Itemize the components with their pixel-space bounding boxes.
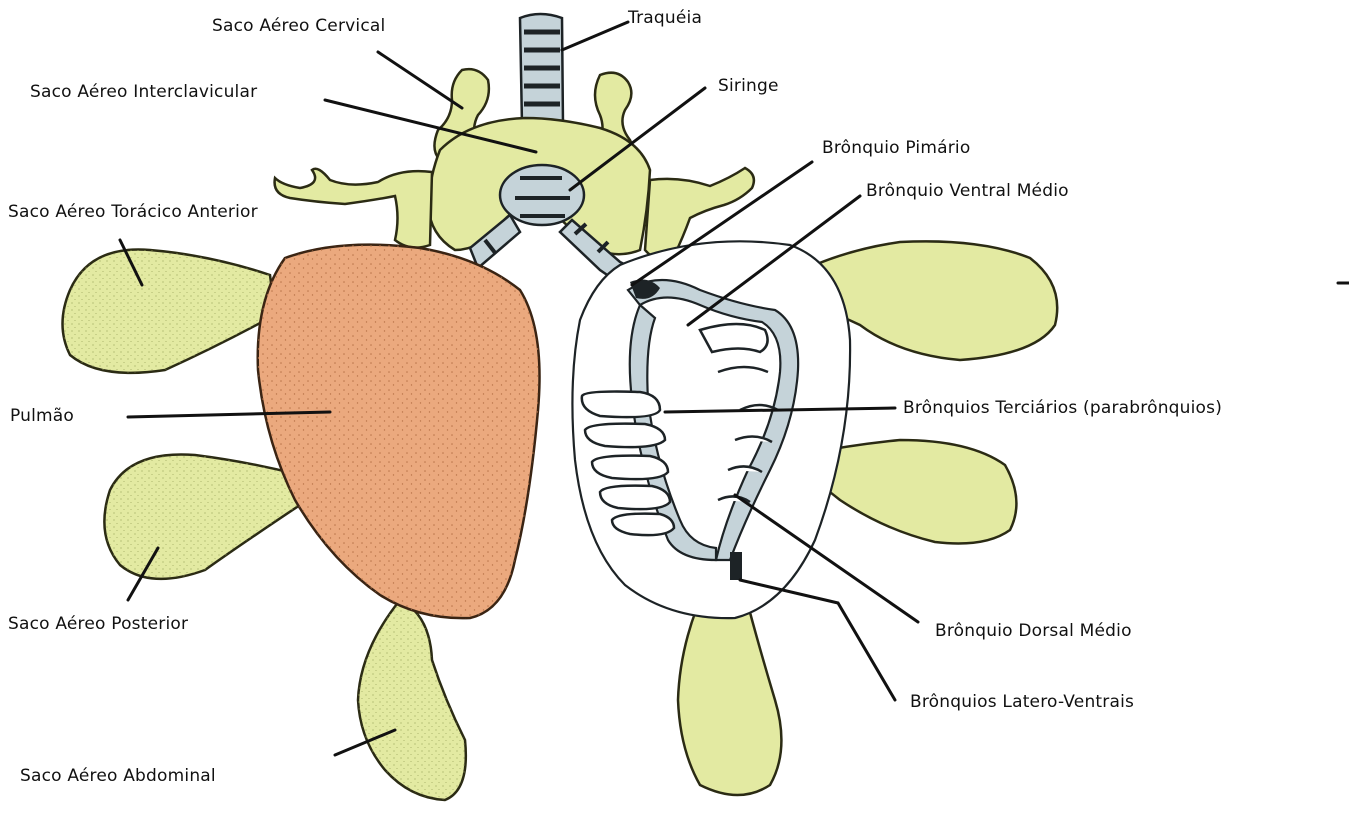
label-saco-aereo-posterior: Saco Aéreo Posterior [8, 614, 188, 634]
label-saco-aereo-toracico-anterior: Saco Aéreo Torácico Anterior [8, 202, 258, 222]
abdominal-sac-left [358, 600, 466, 800]
leader-traqueia [562, 22, 628, 50]
bronchus-exit [730, 552, 742, 580]
label-saco-aereo-abdominal: Saco Aéreo Abdominal [20, 766, 216, 786]
label-saco-aereo-interclavicular: Saco Aéreo Interclavicular [30, 82, 257, 102]
leader-cervical [378, 52, 462, 108]
thoracic-anterior-sac-left [63, 250, 276, 373]
label-pulmao: Pulmão [10, 406, 74, 426]
posterior-sac-left [104, 454, 300, 578]
label-bronquio-dorsal-medio: Brônquio Dorsal Médio [935, 621, 1132, 641]
trachea [520, 14, 563, 125]
label-saco-aereo-cervical: Saco Aéreo Cervical [212, 16, 385, 36]
lung [258, 245, 540, 618]
label-bronquios-terciarios: Brônquios Terciários (parabrônquios) [903, 398, 1222, 418]
label-bronquio-primario: Brônquio Pimário [822, 138, 970, 158]
label-traqueia: Traquéia [628, 8, 702, 28]
label-siringe: Siringe [718, 76, 779, 96]
label-bronquios-latero-ventrais: Brônquios Latero-Ventrais [910, 692, 1134, 712]
label-bronquio-ventral-medio: Brônquio Ventral Médio [866, 181, 1069, 201]
